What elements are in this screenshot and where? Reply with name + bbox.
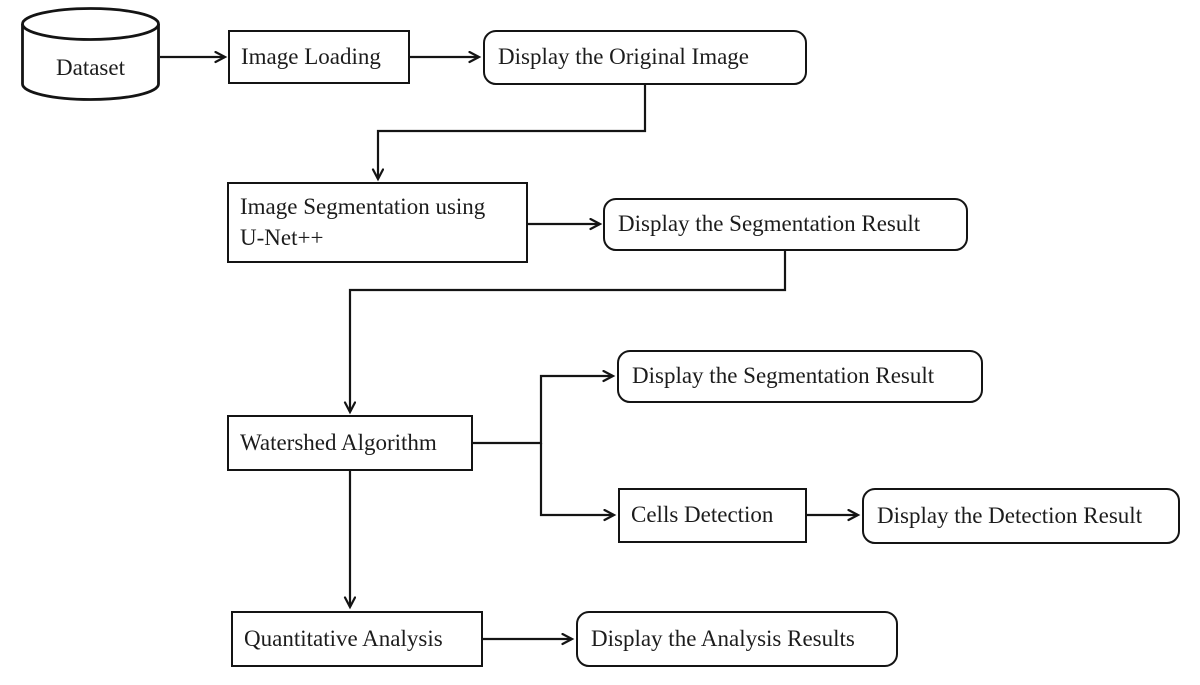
node-display-detection-label: Display the Detection Result [877, 502, 1143, 528]
node-cells-detection: Cells Detection [618, 488, 807, 543]
node-display-original: Display the Original Image [483, 30, 807, 85]
node-segmentation-label: Image Segmentation using U-Net++ [240, 194, 486, 250]
edge-display-original-to-segmentation [378, 85, 647, 179]
node-display-segmentation-2: Display the Segmentation Result [617, 350, 983, 403]
edge-watershed-to-display-segmentation-2 [473, 376, 613, 445]
node-segmentation: Image Segmentation using U-Net++ [227, 182, 528, 263]
node-quantitative-analysis-label: Quantitative Analysis [244, 625, 443, 651]
node-dataset: Dataset [56, 55, 125, 80]
node-display-segmentation-1-label: Display the Segmentation Result [618, 211, 921, 237]
node-watershed: Watershed Algorithm [227, 415, 473, 471]
node-display-segmentation-1: Display the Segmentation Result [603, 198, 968, 251]
node-cells-detection-label: Cells Detection [631, 502, 774, 528]
node-image-loading-label: Image Loading [241, 43, 381, 69]
node-watershed-label: Watershed Algorithm [240, 429, 437, 455]
node-quantitative-analysis: Quantitative Analysis [231, 611, 483, 667]
edge-display-segmentation-1-to-watershed [350, 251, 787, 412]
node-display-detection: Display the Detection Result [862, 488, 1180, 544]
node-image-loading: Image Loading [228, 30, 410, 84]
edge-watershed-to-cells-detection [539, 443, 614, 515]
node-display-original-label: Display the Original Image [498, 44, 750, 70]
database-cylinder-icon [21, 7, 160, 101]
node-display-analysis: Display the Analysis Results [576, 611, 898, 667]
node-display-analysis-label: Display the Analysis Results [591, 625, 855, 651]
node-display-segmentation-2-label: Display the Segmentation Result [632, 363, 935, 389]
